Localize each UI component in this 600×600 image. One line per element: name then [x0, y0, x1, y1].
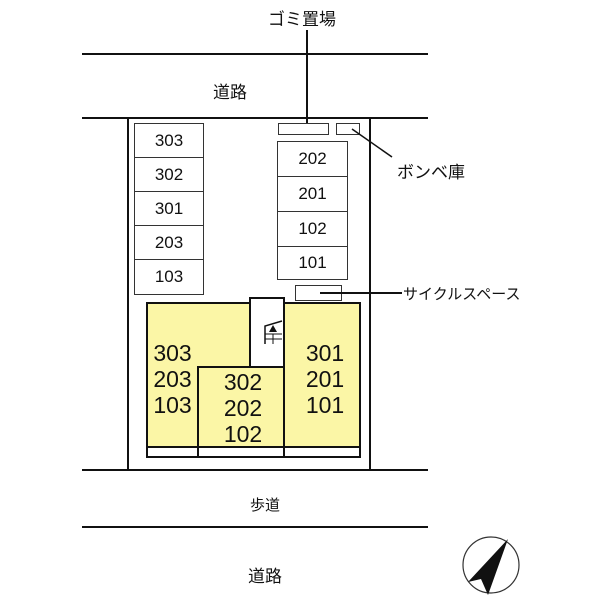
parking-slot: 202 — [277, 141, 348, 177]
site-left-edge — [127, 117, 129, 470]
unit-number: 301 — [305, 340, 345, 366]
gas-storage-label: ボンベ庫 — [397, 163, 465, 183]
parking-slot: 303 — [134, 123, 204, 158]
garbage-leader-line — [306, 30, 308, 130]
balcony-divider — [283, 446, 285, 458]
units-west: 303 203 103 — [150, 340, 195, 418]
parking-slot: 101 — [277, 246, 348, 280]
building-center — [197, 366, 285, 458]
sidewalk-label: 歩道 — [250, 496, 281, 514]
unit-number: 203 — [153, 366, 192, 392]
site-bottom-edge — [82, 469, 428, 471]
gas-storage — [336, 123, 360, 135]
bicycle-leader-line — [320, 292, 402, 294]
unit-number: 201 — [305, 366, 345, 392]
parking-slot: 201 — [277, 176, 348, 212]
bicycle-space-label: サイクルスペース — [403, 285, 521, 303]
parking-slot: 103 — [134, 259, 204, 295]
building-east — [283, 302, 361, 458]
parking-slot: 302 — [134, 157, 204, 192]
balcony-divider — [197, 446, 199, 458]
unit-number: 302 — [223, 369, 263, 395]
sidewalk-edge — [82, 526, 428, 528]
stairwell — [249, 297, 285, 369]
gas-leader-line — [351, 128, 393, 158]
unit-number: 303 — [153, 340, 192, 366]
units-east: 301 201 101 — [300, 340, 350, 418]
parking-slot: 301 — [134, 191, 204, 226]
parking-slot: 102 — [277, 211, 348, 247]
road-top-label: 道路 — [213, 83, 247, 103]
road-bottom-label: 道路 — [248, 567, 282, 587]
parking-slot: 203 — [134, 225, 204, 260]
unit-number: 202 — [223, 395, 263, 421]
units-center: 302 202 102 — [218, 369, 268, 447]
unit-number: 102 — [223, 421, 263, 447]
site-right-edge — [369, 117, 371, 470]
stairs-icon — [264, 320, 283, 344]
site-top-edge — [82, 117, 428, 119]
unit-number: 101 — [305, 392, 345, 418]
north-arrow-icon — [462, 536, 520, 595]
balcony-strip — [146, 446, 361, 458]
garbage-area-label: ゴミ置場 — [268, 10, 336, 30]
garbage-area — [278, 123, 329, 135]
road-top-edge — [82, 53, 428, 55]
unit-number: 103 — [153, 392, 192, 418]
